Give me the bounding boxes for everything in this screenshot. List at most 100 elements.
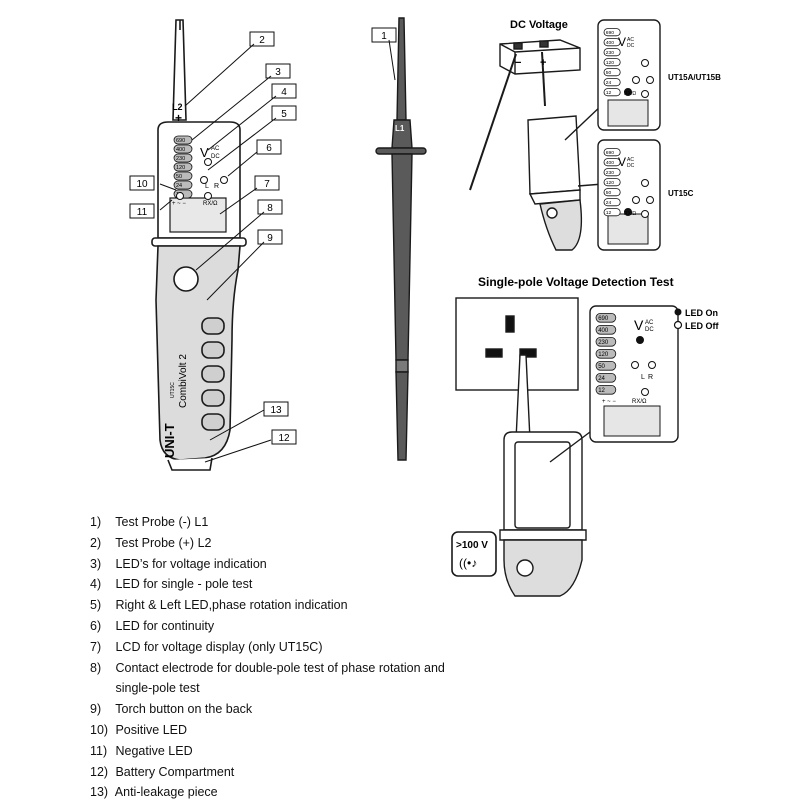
panel-led [648, 361, 656, 369]
v-symbol: V [634, 317, 644, 333]
panel-led [624, 208, 632, 216]
led-value: 120 [176, 165, 185, 171]
led-400: 400 [603, 38, 621, 47]
l-label: L [205, 183, 209, 190]
legend-item: 2) Test Probe (+) L2 [90, 533, 450, 554]
legend-number: 2) [90, 535, 102, 550]
callout-4: 4 [271, 83, 297, 99]
callout-5: 5 [271, 105, 297, 121]
callout-6: 6 [256, 139, 282, 155]
legend-text: single-pole test [112, 681, 200, 696]
led-24: 24 [173, 180, 193, 190]
probe-label: L2 [172, 102, 183, 112]
model-label: CombiVolt 2 [178, 354, 189, 408]
legend-item: 11) Negative LED [90, 741, 450, 762]
callout-number: 8 [267, 203, 273, 214]
led-690: 690 [595, 312, 617, 323]
callout-7: 7 [254, 175, 280, 191]
led-50: 50 [603, 68, 621, 77]
dc-label: DC [627, 163, 635, 169]
panel-led [641, 179, 649, 187]
model-c-label: UT15C [668, 189, 694, 198]
led-690: 690 [603, 28, 621, 37]
callout-9: 9 [257, 229, 283, 245]
legend-item: 10) Positive LED [90, 720, 450, 741]
legend-number: 7) [90, 639, 102, 654]
over-voltage-badge [451, 531, 497, 577]
led-value: 12 [606, 210, 612, 216]
led-value: 24 [176, 183, 182, 189]
callout-number: 13 [270, 405, 282, 416]
callout-number: 11 [137, 207, 148, 218]
dc-minus: − [515, 57, 521, 69]
led-230: 230 [603, 168, 621, 177]
panel-led [641, 388, 649, 396]
led-120: 120 [603, 178, 621, 187]
dc-plus: + [540, 57, 546, 69]
led-12: 12 [595, 384, 617, 395]
led-value: 230 [598, 340, 609, 346]
callout-number: 1 [381, 31, 387, 42]
panel-led [204, 158, 212, 166]
lcd-window [169, 197, 227, 233]
dc-tester [527, 115, 581, 195]
legend-item: 8) Contact electrode for double-pole tes… [90, 658, 450, 679]
led-12: 12 [603, 88, 621, 97]
led-value: 230 [176, 156, 185, 162]
led-on-dot [674, 308, 682, 316]
legend-number: 8) [90, 660, 102, 675]
led-value: 120 [606, 180, 614, 186]
led-400: 400 [595, 324, 617, 335]
led-690: 690 [603, 148, 621, 157]
led-value: 400 [606, 160, 614, 166]
led-50: 50 [173, 171, 193, 181]
led-230: 230 [173, 153, 193, 163]
legend-number: 6) [90, 618, 102, 633]
single-pole-title: Single-pole Voltage Detection Test [478, 275, 674, 289]
led-24: 24 [603, 78, 621, 87]
r-label: R [214, 183, 219, 190]
callout-number: 6 [266, 143, 272, 154]
rx-label: RX/Ω [632, 399, 647, 405]
led-off-label: LED Off [685, 321, 719, 331]
panel-led [646, 196, 654, 204]
callout-10: 10 [129, 175, 155, 191]
legend-number: 10) [90, 722, 109, 737]
callout-13: 13 [263, 401, 289, 417]
panel-led [220, 176, 228, 184]
panel-led [631, 361, 639, 369]
legend-text: LCD for voltage display (only UT15C) [112, 639, 323, 654]
l-label: L [641, 374, 645, 381]
tester-side-view [375, 17, 427, 461]
callout-number: 5 [281, 109, 287, 120]
led-value: 12 [606, 90, 612, 96]
legend-text: Test Probe (-) L1 [112, 515, 209, 529]
panel-led [624, 88, 632, 96]
legend-item: single-pole test [90, 678, 450, 699]
probe-sign: + [175, 111, 182, 125]
led-on-label: LED On [685, 308, 718, 318]
legend-item: 9) Torch button on the back [90, 699, 450, 720]
callout-number: 4 [281, 87, 287, 98]
led-value: 24 [606, 200, 612, 206]
wall-socket [455, 297, 579, 391]
dc-label: DC [211, 154, 220, 160]
led-50: 50 [603, 188, 621, 197]
rx-label: RX/Ω [203, 201, 218, 207]
legend-item: 6) LED for continuity [90, 616, 450, 637]
legend-number: 11) [90, 743, 108, 758]
legend-text: Contact electrode for double-pole test o… [112, 660, 445, 675]
led-value: 690 [176, 138, 185, 144]
legend-text: Torch button on the back [112, 702, 253, 717]
led-12: 12 [603, 208, 621, 217]
panel-led [632, 196, 640, 204]
legend-item: 12) Battery Compartment [90, 762, 450, 783]
led-value: 400 [598, 328, 609, 334]
callout-number: 10 [136, 179, 148, 190]
legend-text: Test Probe (+) L2 [112, 535, 212, 550]
led-off-dot [673, 320, 683, 330]
